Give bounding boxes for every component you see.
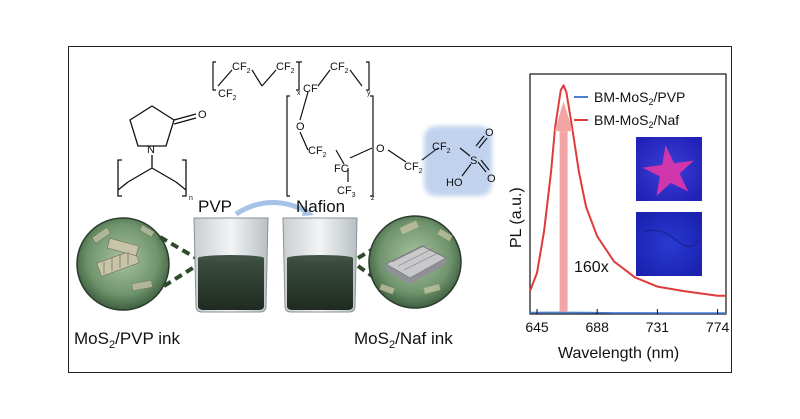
nafion-cf2-a: CF2 [232,61,251,75]
x-tick-label: 731 [646,319,670,335]
y-axis-label: PL (a.u.) [508,187,525,248]
sulfonate-oxygen-2: O [487,173,496,185]
series-layer [529,84,726,314]
nafion-beaker [282,217,358,313]
nafion-label: Nafion [296,197,345,216]
sulfonate-highlight [424,126,492,196]
nafion-cf2-g: CF2 [432,141,451,155]
nafion-cf2-d: CF2 [330,61,349,75]
legend-label-naf: BM-MoS2/Naf [594,112,679,130]
nafion-fc: FC [334,163,349,175]
pvp-ink-label: MoS2/PVP ink [74,329,180,351]
hydroxyl-label: HO [446,177,463,189]
nafion-cf2-b: CF2 [218,88,237,102]
transfer-arrow-head [302,206,314,216]
enhancement-arrow-shaft [559,131,568,312]
plot-frame [529,73,727,315]
pvp-sample-image [636,212,702,276]
transfer-arrow [234,200,310,217]
naf-sample-image [636,137,702,201]
nafion-cf2-f: CF2 [404,161,423,175]
nafion-cf2-c: CF2 [276,61,295,75]
sulfonate-oxygen-1: O [485,127,494,139]
pvp-structure [117,105,197,197]
x-tick-label: 645 [525,319,549,335]
tick-layer: 645 688 731 774 [525,309,729,335]
nafion-ink-label: MoS2/Naf ink [354,329,453,351]
pvp-nitrogen-label: N [147,144,155,156]
sulfonate-bonds [459,135,490,177]
series-line-1 [529,84,726,297]
nafion-structure [212,61,439,197]
x-tick-label: 688 [586,319,610,335]
figure-frame [68,46,732,373]
nafion-oxygen-2: O [376,143,385,155]
legend-label-pvp: BM-MoS2/PVP [594,89,685,107]
nafion-x-label: x [297,90,301,97]
pvp-label: PVP [198,197,232,216]
enhancement-label: 160x [574,259,609,276]
nafion-oxygen-1: O [296,121,305,133]
enhancement-arrow-head [554,101,573,132]
x-axis-label: Wavelength (nm) [558,345,679,362]
sulfur-label: S [470,155,477,167]
nafion-y-label: y [367,90,371,97]
series-line-0 [529,311,726,314]
x-tick-label: 774 [706,319,730,335]
pvp-particle-circle [76,217,170,311]
nafion-cf3: CF3 [337,185,356,199]
nafion-z-label: z [371,195,375,202]
enhancement-arrow [554,101,573,312]
pl-chart: 645 688 731 774 BM-MoS2/PVP BM-MoS2/Naf 160… [508,73,729,362]
pvp-oxygen-label: O [198,109,207,121]
left-connector-lines [158,235,198,288]
chart-legend: BM-MoS2/PVP BM-MoS2/Naf [574,89,685,130]
nafion-cf2-e: CF2 [308,145,327,159]
pvp-beaker [193,217,269,313]
pvp-n-label: n [189,195,193,202]
nafion-particle-circle [368,215,462,309]
nafion-cf: CF [303,83,318,95]
